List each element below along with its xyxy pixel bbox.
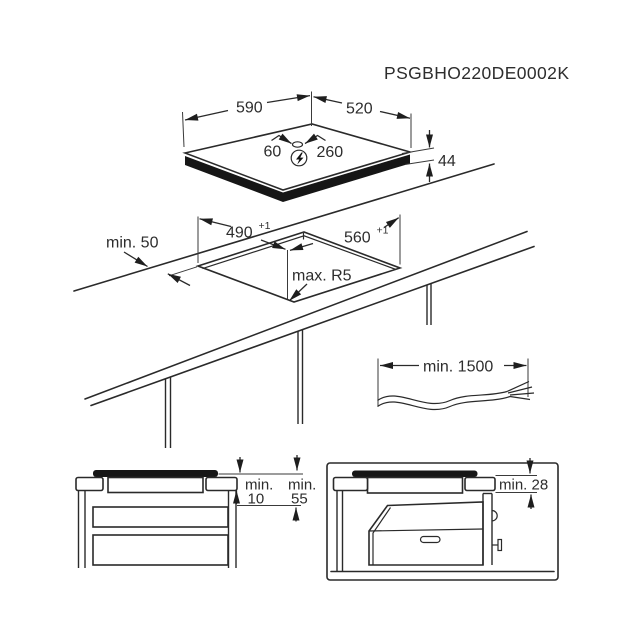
worktop-right-section [205,476,238,492]
hob-width-label: 590 [236,100,263,117]
extension-line [401,147,435,154]
cabinet-side-panel [482,492,503,565]
drawer-front-upper [92,506,229,528]
power-connection-symbol [290,149,308,167]
cutout-width-tolerance: +1 [377,225,389,237]
drawer-clearance-value: 55 [291,491,308,508]
drawer-front-lower [92,534,229,566]
worktop-right-section [464,476,496,492]
cutout-depth-arrow [199,218,232,228]
cable-offset-left-arrow [271,133,292,145]
worktop-cutout-view: min. 50 490 +1 560 +1 max. R5 [73,163,535,448]
oven-edge-inner-line [372,507,391,565]
lightning-bolt-icon [296,152,304,165]
cutout-depth-label: 490 [226,225,253,242]
oven [368,501,484,566]
corner-radius-label: max. R5 [292,268,352,285]
table-legs [164,284,432,448]
detail-box-border [326,462,559,581]
extension-line [182,111,185,148]
cabinet-drawer-view: min. 10 min. 55 [75,455,316,568]
cable-length-label: min. 1500 [423,359,493,376]
cable-offset-left-label: 60 [264,144,282,161]
hob-clearance-min-label: min. [245,477,273,494]
depth-dim-arrow [379,110,411,119]
clearance-arrow [167,273,191,287]
cutout-depth-arrow [260,239,286,250]
hob-glass-top [352,470,478,477]
depth-dim-arrow [313,96,343,104]
edge-clearance-label: min. 50 [106,235,159,252]
hob-top-surface [182,123,413,191]
power-cable [377,390,508,405]
product-code: PSGBHO220DE0002K [384,63,569,83]
extension-line [404,159,435,165]
cabinet-oven-view: min. 28 [326,458,559,581]
worktop-left-section [332,476,369,492]
hob-body-box [366,476,464,494]
cutout-depth-tolerance: +1 [259,220,271,232]
oven-handle [419,535,441,544]
hob-height-label: 44 [438,153,456,170]
hob-body-box [107,476,204,494]
cutout-width-arrow [383,217,400,229]
cabinet-left-side [336,490,344,571]
fixing-screw-head [497,538,503,552]
oven-body [368,501,484,566]
clearance-arrow [123,251,148,268]
hob-depth-label: 520 [346,101,373,118]
extension-line [168,266,198,277]
cable-offset-right-arrow [304,133,326,145]
hob-clearance-value: 10 [248,491,265,508]
mains-cable-view: min. 1500 [377,358,535,411]
worktop-back-edge [73,163,495,292]
corner-radius-arrow [288,283,308,302]
cable-offset-right-label: 260 [317,144,344,161]
worktop-front-edge [84,230,528,400]
hob-perspective-view: 60 260 590 520 44 [182,91,456,202]
cable-wire-ends [506,380,535,401]
cutout-width-arrow [289,242,314,252]
worktop-clearance-label: min. 28 [499,477,548,494]
cable-entry-point [291,141,304,148]
hob-glass-top [93,470,218,477]
cutout-width-label: 560 [344,230,371,247]
drawer-clearance-min-label: min. [288,477,316,494]
power-cable [377,395,511,411]
oven-front-top-edge [368,528,484,532]
width-dim-arrow [266,94,311,104]
panel-hinge-bump [491,509,498,522]
width-dim-arrow [184,109,229,121]
hob-side-edge [185,154,410,202]
worktop-left-section [75,476,104,492]
